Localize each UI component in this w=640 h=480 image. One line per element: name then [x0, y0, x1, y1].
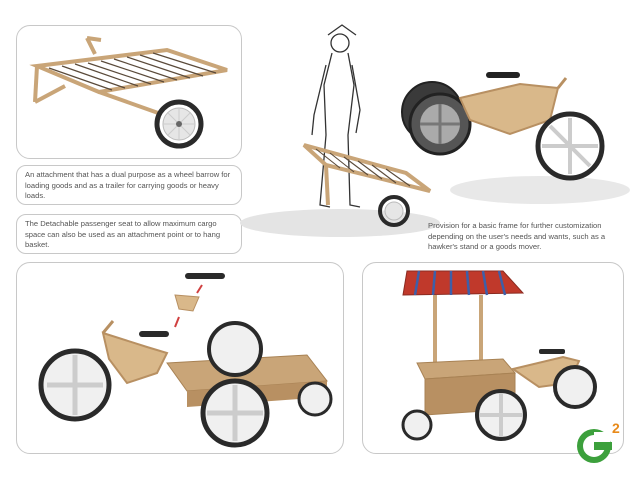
cargo-tricycle-illustration — [38, 273, 333, 448]
basic-frame-caption-text: Provision for a basic frame for further … — [428, 221, 606, 251]
cargo-tricycle-panel — [16, 262, 344, 454]
hawker-stand-illustration — [401, 270, 597, 441]
hawker-stand-panel — [362, 262, 624, 454]
g2-logo: G 2 — [572, 420, 628, 466]
basic-frame-caption: Provision for a basic frame for further … — [428, 221, 628, 253]
g2-logo-superscript: 2 — [612, 420, 620, 436]
wheelbarrow-caption-text: An attachment that has a dual purpose as… — [25, 170, 231, 200]
wheelbarrow-caption: An attachment that has a dual purpose as… — [16, 165, 242, 205]
person-wheelbarrow-illustration — [240, 24, 440, 237]
passenger-seat-caption-text: The Detachable passenger seat to allow m… — [25, 219, 221, 249]
passenger-seat-caption: The Detachable passenger seat to allow m… — [16, 214, 242, 254]
g2-logo-letter: G — [572, 420, 573, 421]
tricycle-base-illustration — [401, 72, 630, 204]
wheelbarrow-illustration — [29, 36, 228, 149]
g2-logo-mark — [577, 429, 612, 463]
wheelbarrow-panel — [16, 25, 242, 159]
